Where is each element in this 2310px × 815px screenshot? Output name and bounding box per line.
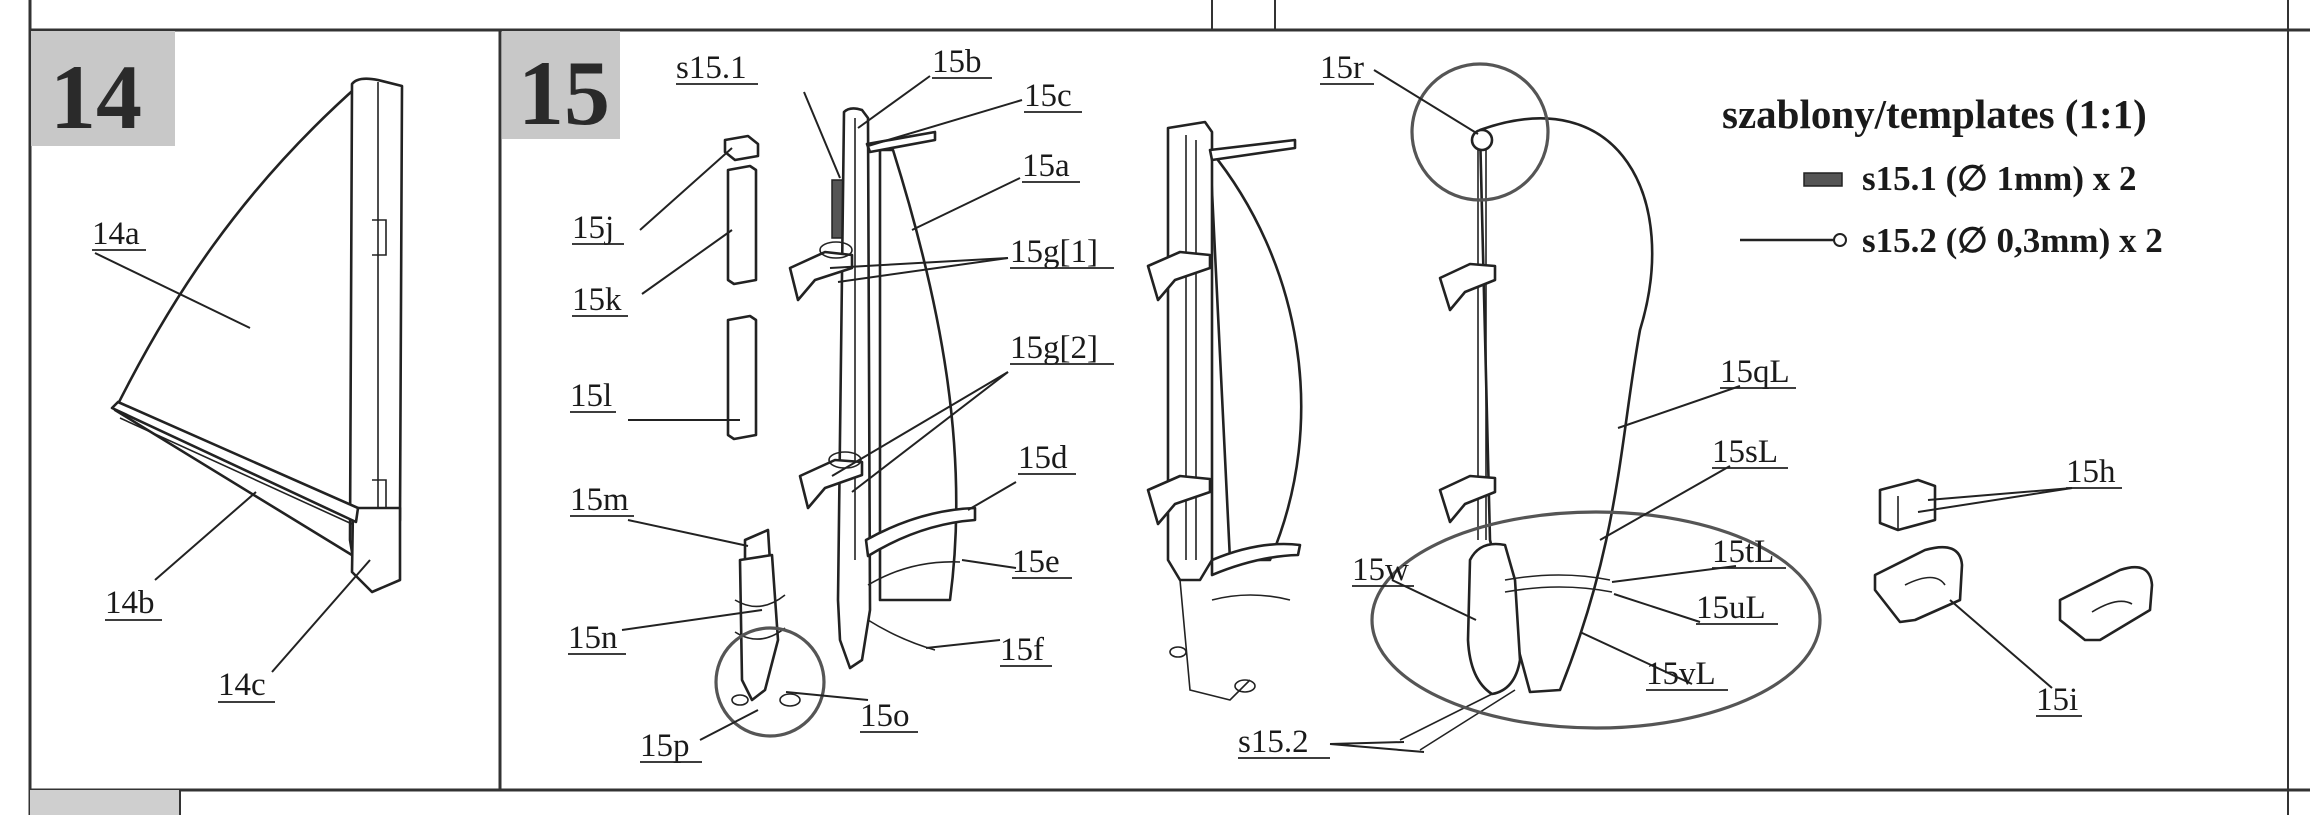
part-15k — [726, 164, 758, 286]
panel-14: 14 14a 14b 14c — [31, 31, 404, 703]
step-number: 14 — [50, 46, 142, 148]
template-row-s15-1: s15.1 (∅ 1mm) x 2 — [1862, 159, 2136, 198]
label-15g1: 15g[1] — [1010, 234, 1098, 270]
part-15-mast-sail-b — [1146, 120, 1303, 701]
step-number: 15 — [518, 42, 610, 144]
part-15l — [726, 314, 758, 441]
label-15k: 15k — [572, 282, 622, 318]
part-15i — [1873, 545, 1964, 624]
part-15m-15n-15p — [731, 528, 801, 707]
label-15o: 15o — [860, 698, 910, 734]
label-15uL: 15uL — [1696, 590, 1766, 626]
templates-title: szablony/templates (1:1) — [1722, 91, 2147, 137]
label-s15-2: s15.2 — [1238, 724, 1309, 760]
label-15w: 15w — [1352, 552, 1409, 588]
panel-15: 15 — [502, 31, 2163, 764]
label-15sL: 15sL — [1712, 434, 1778, 470]
label-15h: 15h — [2066, 454, 2116, 490]
wire-icon — [1740, 233, 1847, 247]
label-15r: 15r — [1320, 50, 1364, 86]
label-15a: 15a — [1022, 148, 1070, 184]
highlight-circle-15o — [714, 626, 826, 738]
label-15l: 15l — [570, 378, 612, 414]
part-15j — [723, 134, 760, 162]
highlight-circle-15r — [1410, 62, 1550, 202]
step-number-box — [31, 31, 175, 146]
label-14b: 14b — [105, 585, 155, 621]
part-15-mast-sail-a — [788, 107, 977, 670]
label-15j: 15j — [572, 210, 614, 246]
step-number-box — [502, 31, 620, 139]
label-15d: 15d — [1018, 440, 1068, 476]
label-14a: 14a — [92, 216, 140, 252]
template-row-s15-2: s15.2 (∅ 0,3mm) x 2 — [1862, 221, 2163, 260]
part-15-mast-sail-c — [1399, 117, 1654, 751]
label-15vL: 15vL — [1646, 656, 1716, 692]
label-15e: 15e — [1012, 544, 1060, 580]
label-15m: 15m — [570, 482, 629, 518]
part-15h — [1878, 478, 1937, 532]
rod-icon — [1803, 172, 1843, 187]
label-15p: 15p — [640, 728, 690, 764]
part-15i-variant — [2058, 565, 2154, 642]
part-14-rudder — [110, 77, 404, 594]
label-15tL: 15tL — [1712, 534, 1774, 570]
label-15f: 15f — [1000, 632, 1044, 668]
label-15i: 15i — [2036, 682, 2078, 718]
label-15g2: 15g[2] — [1010, 330, 1098, 366]
leader-lines — [621, 69, 2073, 753]
label-15c: 15c — [1024, 78, 1072, 114]
label-15b: 15b — [932, 44, 982, 80]
label-s15-1: s15.1 — [676, 50, 747, 86]
templates-legend: szablony/templates (1:1) s15.1 (∅ 1mm) x… — [1722, 91, 2163, 260]
label-14c: 14c — [218, 667, 266, 703]
highlight-ellipse-15tL — [1370, 510, 1822, 730]
label-15qL: 15qL — [1720, 354, 1790, 390]
panel-frame — [28, 0, 2310, 815]
label-15n: 15n — [568, 620, 618, 656]
